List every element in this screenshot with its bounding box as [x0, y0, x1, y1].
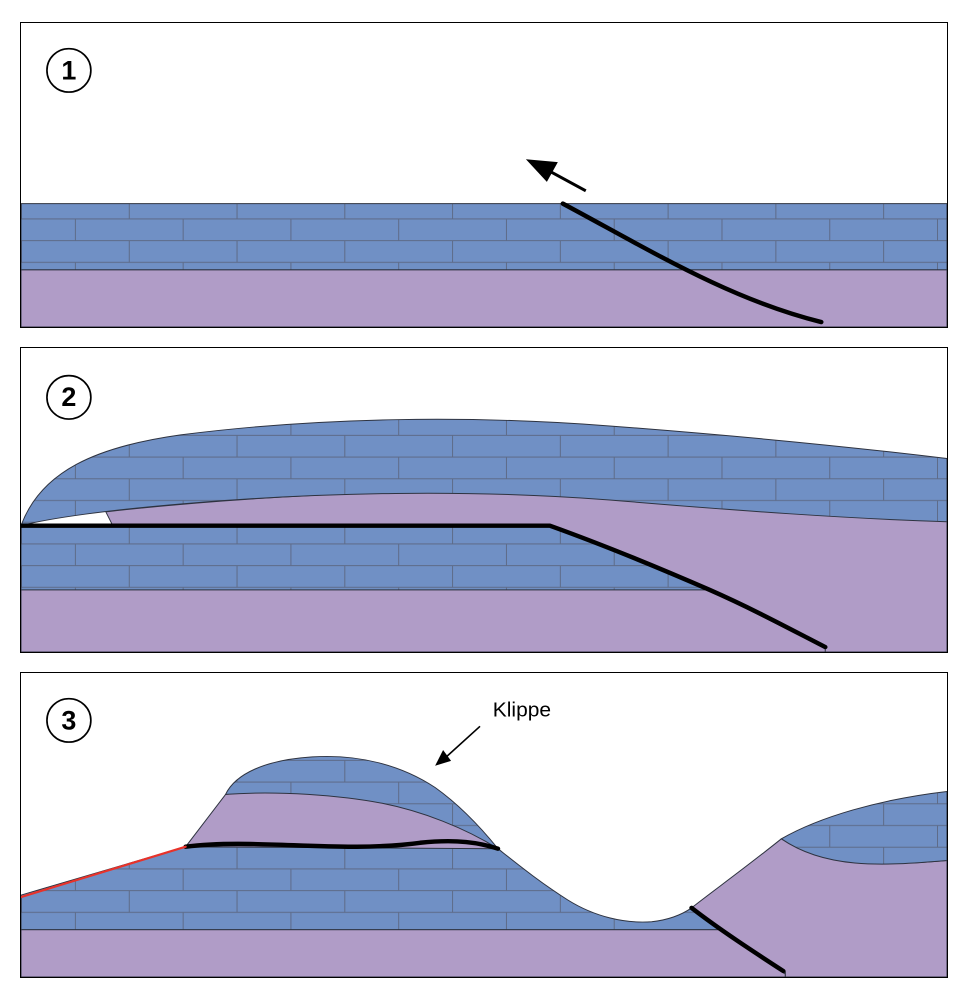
thrust-fault-line: [21, 523, 828, 650]
panel-2-drawing: 2: [21, 374, 947, 652]
klippe-arrow-shaft: [443, 725, 481, 760]
panel-1: 1: [20, 22, 948, 328]
panel-3-drawing: Klippe 3: [21, 697, 947, 977]
right-hangingwall-limestone: [780, 790, 947, 865]
step-number-badge: [46, 47, 92, 93]
step-number-label: 2: [61, 382, 76, 412]
klippe-label: Klippe: [493, 699, 551, 722]
klippe-arrow-icon: [435, 749, 452, 766]
step-number-label: 1: [61, 55, 76, 85]
red-fault-trace-line: [21, 845, 187, 899]
footwall-limestone-layer: [21, 841, 720, 931]
panel-2: 2: [20, 347, 948, 653]
panel-1-drawing: 1: [21, 47, 947, 327]
klippe-thrust-fault-line: [183, 839, 501, 851]
displacement-arrow-icon: [525, 159, 558, 182]
klippe-limestone-cap: [224, 755, 499, 850]
step-number-badge: [46, 374, 92, 420]
right-thrust-fault-line: [689, 905, 786, 974]
thrust-fault-line: [560, 201, 824, 325]
hangingwall-limestone-nappe: [21, 418, 947, 527]
panel-3: Klippe 3: [20, 672, 948, 978]
limestone-layer: [21, 203, 947, 271]
step-number-badge: [46, 697, 92, 743]
footwall-basement-layer: [21, 929, 786, 977]
step-number-label: 3: [61, 705, 76, 735]
